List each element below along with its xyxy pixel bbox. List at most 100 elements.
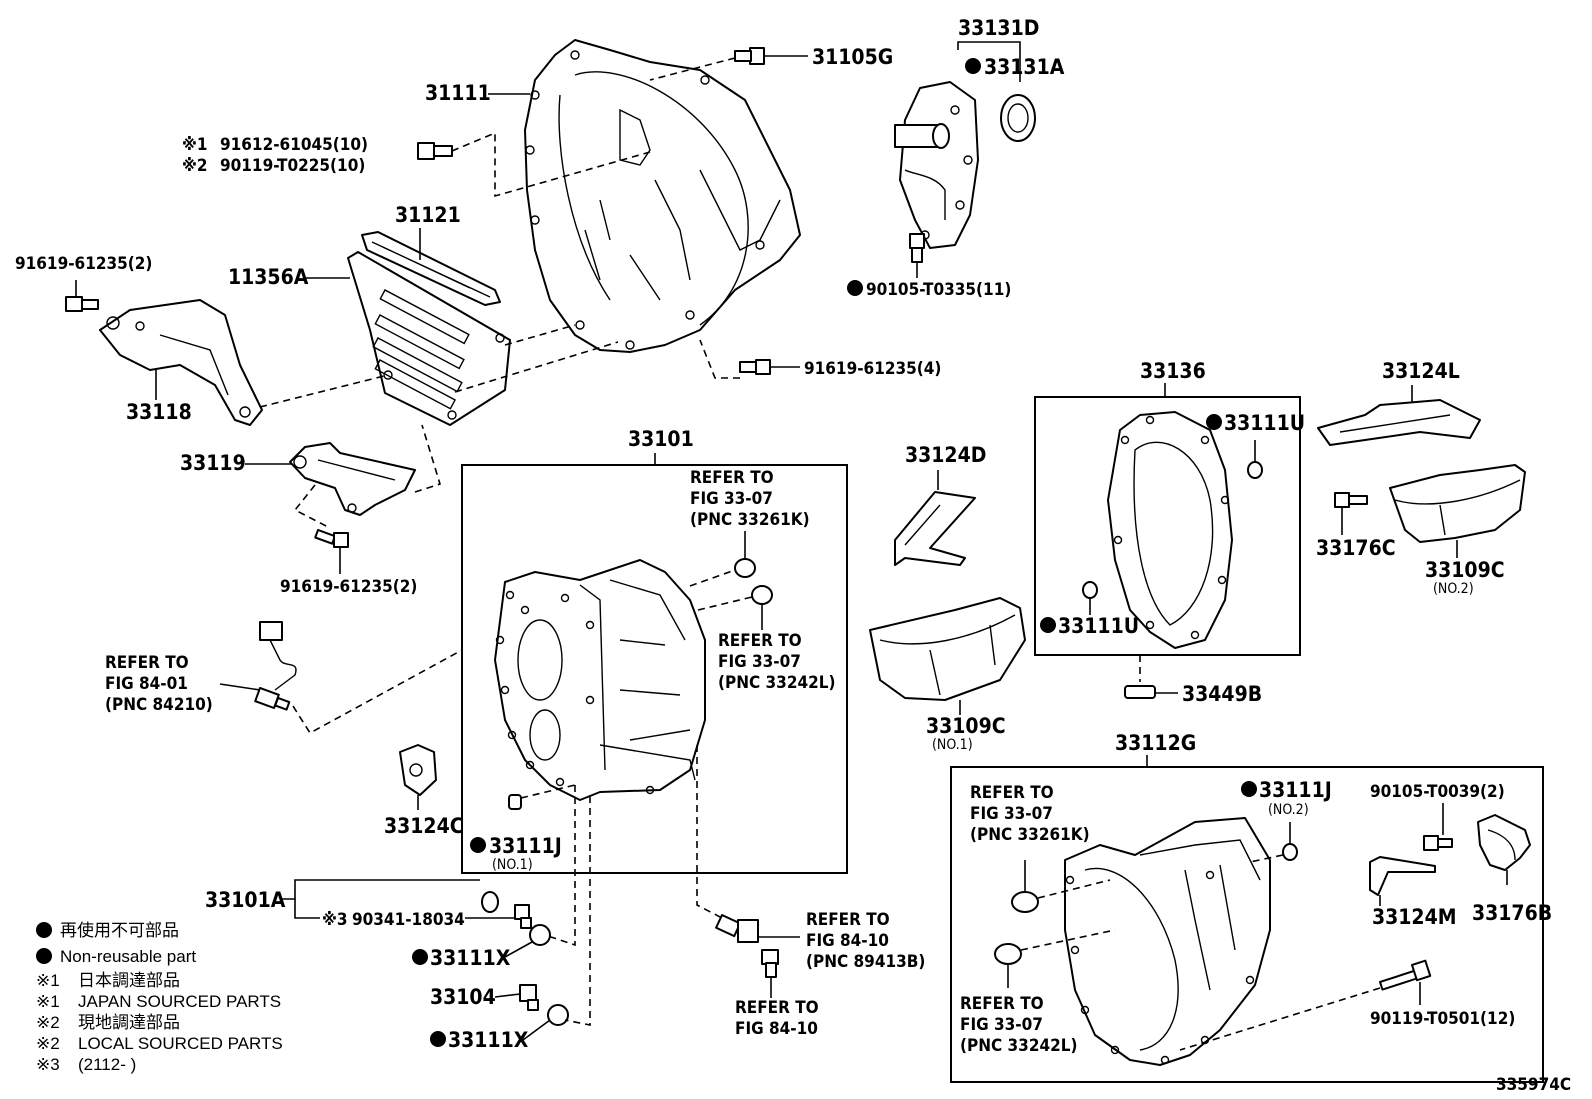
bolt-90119-t0501[interactable] <box>1379 959 1432 991</box>
bolt-90105-t0335[interactable] <box>909 233 925 263</box>
ref-33242l-a-line1: REFER TO <box>718 631 802 651</box>
bracket-33124d[interactable] <box>894 491 976 566</box>
label-33124c: 33124C <box>384 814 464 838</box>
ref-33261k-a-line2: FIG 33-07 <box>690 489 773 509</box>
label-33111x-b: 33111X <box>448 1028 529 1052</box>
pin-33111j-no2[interactable] <box>1282 843 1298 861</box>
label-33136: 33136 <box>1140 359 1206 383</box>
legend-note3-mark: ※3 <box>36 1055 60 1074</box>
bolt-91619-61235-4[interactable] <box>739 359 771 375</box>
legend-nonreusable-en: Non-reusable part <box>60 947 196 966</box>
pin-33111u-b[interactable] <box>1082 581 1098 599</box>
drain-plug-33104[interactable] <box>519 984 539 1011</box>
bolt-91612-61045[interactable] <box>417 142 453 160</box>
cover-33109c-no1[interactable] <box>869 597 1026 701</box>
label-33111u-a: 33111U <box>1224 411 1305 435</box>
note2-mark: ※2 <box>182 156 208 176</box>
bolt-91619-61235-top[interactable] <box>65 296 99 312</box>
label-33124m: 33124M <box>1372 905 1457 929</box>
label-33101: 33101 <box>628 427 694 451</box>
ref-33242l-a-line3: (PNC 33242L) <box>718 673 835 693</box>
clutch-housing-31111[interactable] <box>524 39 801 353</box>
label-33101a: 33101A <box>205 888 286 912</box>
label-91619-61235-top: 91619-61235(2) <box>15 254 152 274</box>
plug-33111j-no1[interactable] <box>508 794 522 810</box>
label-33111x-a: 33111X <box>430 946 511 970</box>
legend-note2-jp: 現地調達部品 <box>78 1013 180 1032</box>
bracket-33176b[interactable] <box>1477 814 1531 871</box>
gasket-33111x-a[interactable] <box>529 924 551 946</box>
label-33131d: 33131D <box>958 16 1039 40</box>
bolt-31105g[interactable] <box>734 47 765 65</box>
transmission-case-33101[interactable] <box>494 559 706 801</box>
label-33118: 33118 <box>126 400 192 424</box>
note3-mark: ※3 <box>322 910 348 930</box>
bracket-33124c[interactable] <box>399 744 437 796</box>
bearing-retainer-33131d[interactable] <box>894 81 979 249</box>
label-91619-61235-4: 91619-61235(4) <box>804 359 941 379</box>
label-33112g: 33112G <box>1115 731 1196 755</box>
cover-31121[interactable] <box>361 231 501 306</box>
magnet-33449b[interactable] <box>1124 685 1156 699</box>
cover-33109c-no2[interactable] <box>1389 464 1526 543</box>
label-90341-18034: 90341-18034 <box>352 910 465 930</box>
label-33111j-no2-sub: (NO.2) <box>1268 802 1309 818</box>
label-91619-61235-mid: 91619-61235(2) <box>280 577 417 597</box>
plug-33261k-b[interactable] <box>1011 891 1039 913</box>
plug-90341-18034[interactable] <box>514 904 532 929</box>
label-90105-t0335: 90105-T0335(11) <box>866 280 1011 300</box>
extension-housing-33112g[interactable] <box>1064 817 1271 1066</box>
legend-note1-jp: 日本調達部品 <box>78 971 180 990</box>
label-33176c: 33176C <box>1316 536 1396 560</box>
bolt-90105-t0039[interactable] <box>1423 835 1453 851</box>
ref-84-10-line1: REFER TO <box>735 998 819 1018</box>
bracket-33119[interactable] <box>289 442 416 516</box>
oil-seal-33131a[interactable] <box>1000 94 1036 142</box>
label-33131a: 33131A <box>984 55 1065 79</box>
label-33119: 33119 <box>180 451 246 475</box>
label-31111: 31111 <box>425 81 491 105</box>
bolt-33176c[interactable] <box>1334 492 1368 508</box>
bracket-33124m[interactable] <box>1369 856 1436 896</box>
assembly-box-33112g <box>950 766 1544 1083</box>
legend-note2-mark-jp: ※2 <box>36 1013 60 1032</box>
label-90119-t0225: 90119-T0225(10) <box>220 156 365 176</box>
legend-note3: (2112- ) <box>78 1055 136 1074</box>
legend-note1-en: JAPAN SOURCED PARTS <box>78 992 281 1011</box>
label-33124l: 33124L <box>1382 359 1460 383</box>
label-31121: 31121 <box>395 203 461 227</box>
figure-id: 335974C <box>1496 1075 1571 1095</box>
plug-33242l-a[interactable] <box>751 585 773 605</box>
plate-11356a[interactable] <box>347 251 511 426</box>
ref-89413b-line2: FIG 84-10 <box>806 931 889 951</box>
legend-note1-mark-jp: ※1 <box>36 971 60 990</box>
label-33111u-b: 33111U <box>1058 614 1139 638</box>
plug-33261k-a[interactable] <box>734 558 756 578</box>
label-33124d: 33124D <box>905 443 986 467</box>
ref-33261k-b-line3: (PNC 33261K) <box>970 825 1090 845</box>
ref-89413b-line1: REFER TO <box>806 910 890 930</box>
bracket-33124l[interactable] <box>1317 399 1481 446</box>
ref-33242l-b-line2: FIG 33-07 <box>960 1015 1043 1035</box>
pin-33111u-a[interactable] <box>1247 461 1263 479</box>
speed-sensor-84210[interactable] <box>254 621 297 711</box>
ref-84210-line3: (PNC 84210) <box>105 695 213 715</box>
ref-33242l-b-line3: (PNC 33242L) <box>960 1036 1077 1056</box>
label-33109c-no2: 33109C <box>1425 558 1505 582</box>
gasket-90341[interactable] <box>481 891 499 913</box>
bolt-84-10[interactable] <box>761 949 779 978</box>
gasket-33111x-b[interactable] <box>547 1004 569 1026</box>
bolt-91619-61235-mid[interactable] <box>314 529 349 548</box>
plug-33242l-b[interactable] <box>994 943 1022 965</box>
note1-mark: ※1 <box>182 135 208 155</box>
ref-84210-line1: REFER TO <box>105 653 189 673</box>
ref-33261k-a-line1: REFER TO <box>690 468 774 488</box>
sensor-89413b[interactable] <box>715 914 759 943</box>
label-33111j-no1-sub: (NO.1) <box>492 857 533 873</box>
label-91612-61045: 91612-61045(10) <box>220 135 368 155</box>
adapter-plate-33136[interactable] <box>1107 411 1233 649</box>
bracket-33118[interactable] <box>99 299 263 426</box>
label-33449b: 33449B <box>1182 682 1262 706</box>
label-33109c-no1: 33109C <box>926 714 1006 738</box>
